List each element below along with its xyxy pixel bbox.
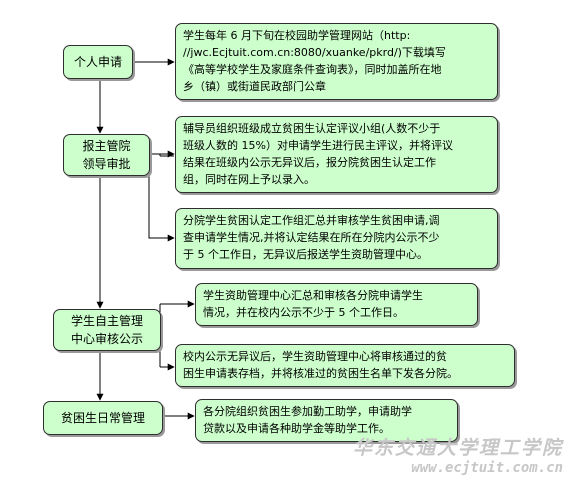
detail-line: 于 5 个工作日，无异议后报送学生资助管理中心。 <box>183 248 428 261</box>
step-personal-application: 个人申请 <box>63 45 133 79</box>
detail-line: 学生资助管理中心汇总和审核各分院申请学生 <box>203 289 423 302</box>
detail-branch-review: 分院学生贫困认定工作组汇总并审核学生贫困申请,调 查申请学生情况,并将认定结果在… <box>175 208 498 269</box>
detail-line: 学生每年 6 月下旬在校园助学管理网站（http: <box>183 29 411 42</box>
detail-application-form: 学生每年 6 月下旬在校园助学管理网站（http: //jwc.Ecjtuit.… <box>175 23 498 100</box>
detail-line: 组，同时在网上予以录入。 <box>183 173 315 186</box>
step-leader-approval: 报主管院 领导审批 <box>63 134 150 176</box>
step-label: 贫困生日常管理 <box>60 411 145 425</box>
step-label-line1: 报主管院 <box>82 139 131 153</box>
step-label: 个人申请 <box>73 55 122 69</box>
detail-center-summary: 学生资助管理中心汇总和审核各分院申请学生 情况，并在校内公示不少于 5 个工作日… <box>195 283 478 326</box>
detail-line: 贷款以及申请各种助学金等助学工作。 <box>203 422 390 435</box>
detail-line: 班级人数的 15%）对申请学生进行民主评议，并将评议 <box>183 139 453 152</box>
detail-line: 校内公示无异议后，学生资助管理中心将审核通过的贫 <box>183 350 447 363</box>
detail-class-evaluation: 辅导员组织班级成立贫困生认定评议小组(人数不少于 班级人数的 15%）对申请学生… <box>175 116 498 193</box>
detail-line: 困生申请表存档，并将核准过的贫困生名单下发各分院。 <box>183 367 458 380</box>
detail-archive-distribute: 校内公示无异议后，学生资助管理中心将审核通过的贫 困生申请表存档，并将核准过的贫… <box>175 344 515 387</box>
branch-step2 <box>148 153 174 239</box>
detail-work-study: 各分院组织贫困生参加勤工助学，申请助学 贷款以及申请各种助学金等助学工作。 <box>195 399 458 442</box>
detail-line: 《高等学校学生及家庭条件查询表》，同时加盖所在地 <box>183 63 442 76</box>
watermark-name: 华东交通大学理工学院 <box>352 437 563 459</box>
detail-line: 查申请学生情况,并将认定结果在所在分院内公示不少 <box>183 231 440 244</box>
watermark: 华东交通大学理工学院 www.ecjtuit.com.cn <box>353 433 563 476</box>
step-label-line2: 中心审核公示 <box>70 332 143 346</box>
detail-line: 各分院组织贫困生参加勤工助学，申请助学 <box>203 405 412 418</box>
watermark-url: www.ecjtuit.com.cn <box>411 460 563 476</box>
detail-line: 分院学生贫困认定工作组汇总并审核学生贫困申请,调 <box>183 214 440 227</box>
detail-line: //jwc.Ecjtuit.com.cn:8080/xuanke/pkrd/)下… <box>183 46 446 59</box>
step-center-review: 学生自主管理 中心审核公示 <box>53 309 161 351</box>
detail-line: 结果在班级内公示无异议后，报分院贫困生认定工作 <box>183 156 436 169</box>
detail-line: 情况，并在校内公示不少于 5 个工作日。 <box>203 306 404 319</box>
step-daily-management: 贫困生日常管理 <box>43 401 163 435</box>
detail-line: 乡（镇）或街道民政部门公章 <box>183 80 326 93</box>
step-label-line2: 领导审批 <box>82 157 131 171</box>
detail-line: 辅导员组织班级成立贫困生认定评议小组(人数不少于 <box>183 122 441 135</box>
step-label-line1: 学生自主管理 <box>70 314 143 328</box>
